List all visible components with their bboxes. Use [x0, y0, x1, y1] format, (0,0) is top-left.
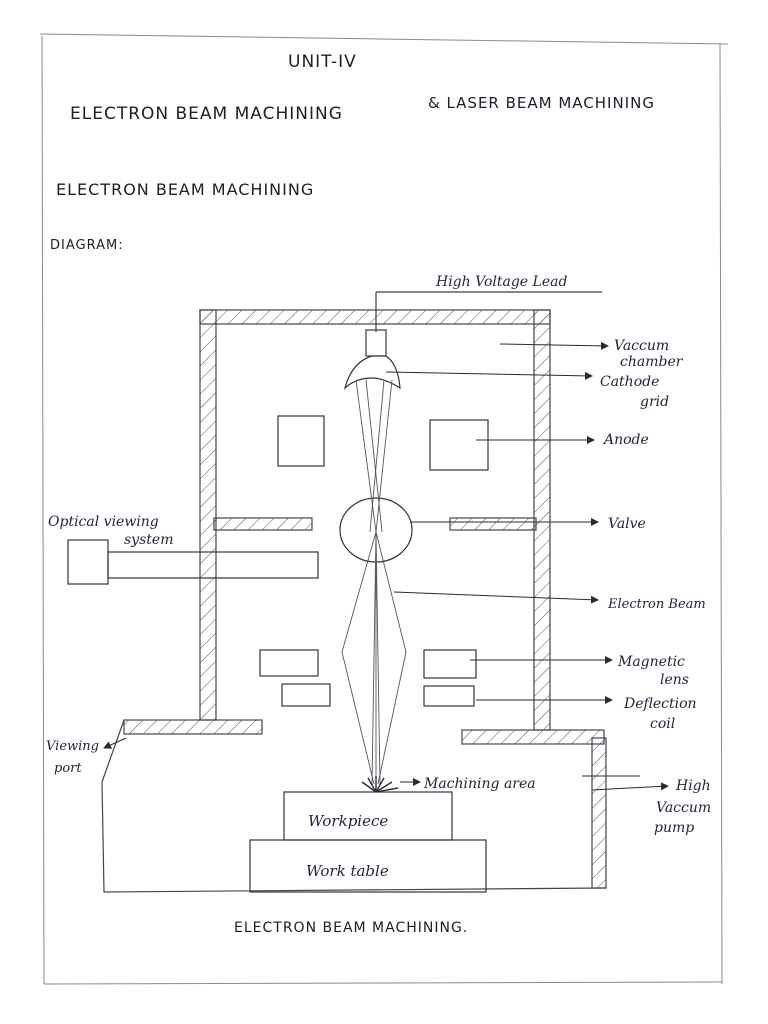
- deflection-coil-left: [281, 683, 331, 707]
- optical-viewing-system: [67, 539, 319, 585]
- label-vacuum-chamber-line2: chamber: [620, 354, 684, 370]
- label-cathode-line1: Cathode: [600, 374, 659, 390]
- work-table: [249, 839, 487, 893]
- page-border: [39, 33, 729, 985]
- label-work-table: Work table: [306, 862, 389, 880]
- page-title-left: ELECTRON BEAM MACHINING: [70, 104, 343, 124]
- label-magnetic-line1: Magnetic: [617, 654, 685, 670]
- machining-sparks: [361, 776, 399, 793]
- label-viewing-line2: port: [54, 761, 82, 776]
- label-anode: Anode: [602, 432, 649, 448]
- page-title-right: & LASER BEAM MACHINING: [428, 94, 655, 112]
- label-high-vac-line1: High: [675, 778, 711, 794]
- section-subheading: DIAGRAM:: [50, 238, 124, 253]
- section-heading: ELECTRON BEAM MACHINING: [56, 180, 315, 199]
- magnetic-lens-left: [259, 649, 319, 677]
- label-cathode-line2: grid: [640, 394, 669, 410]
- deflection-coil-right: [423, 685, 475, 707]
- diagram-caption: ELECTRON BEAM MACHINING.: [234, 920, 469, 936]
- label-machining-area: Machining area: [423, 776, 536, 792]
- cathode-grid: [343, 355, 401, 390]
- vacuum-chamber-walls: [123, 309, 607, 889]
- label-deflection-line1: Deflection: [623, 696, 697, 712]
- high-voltage-lead: [365, 291, 602, 357]
- label-magnetic-line2: lens: [660, 672, 689, 688]
- label-arrows: [103, 341, 669, 791]
- anode-left: [277, 415, 325, 467]
- magnetic-lens-right: [423, 649, 477, 679]
- label-optical-line1: Optical viewing: [48, 514, 159, 530]
- electron-beam: [341, 379, 407, 785]
- label-viewing-line1: Viewing: [46, 739, 99, 754]
- label-high-voltage-lead: High Voltage Lead: [435, 274, 567, 290]
- label-optical-line2: system: [124, 532, 173, 548]
- anode-right: [429, 419, 489, 471]
- label-electron-beam: Electron Beam: [607, 597, 706, 612]
- label-workpiece: Workpiece: [308, 812, 388, 830]
- label-high-vac-line3: pump: [654, 820, 694, 836]
- label-valve: Valve: [608, 516, 646, 532]
- label-deflection-line2: coil: [650, 716, 675, 732]
- label-vacuum-chamber-line1: Vaccum: [614, 338, 669, 354]
- base-enclosure: [101, 719, 607, 893]
- label-high-vac-line2: Vaccum: [656, 800, 711, 816]
- unit-heading: UNIT-IV: [288, 52, 357, 72]
